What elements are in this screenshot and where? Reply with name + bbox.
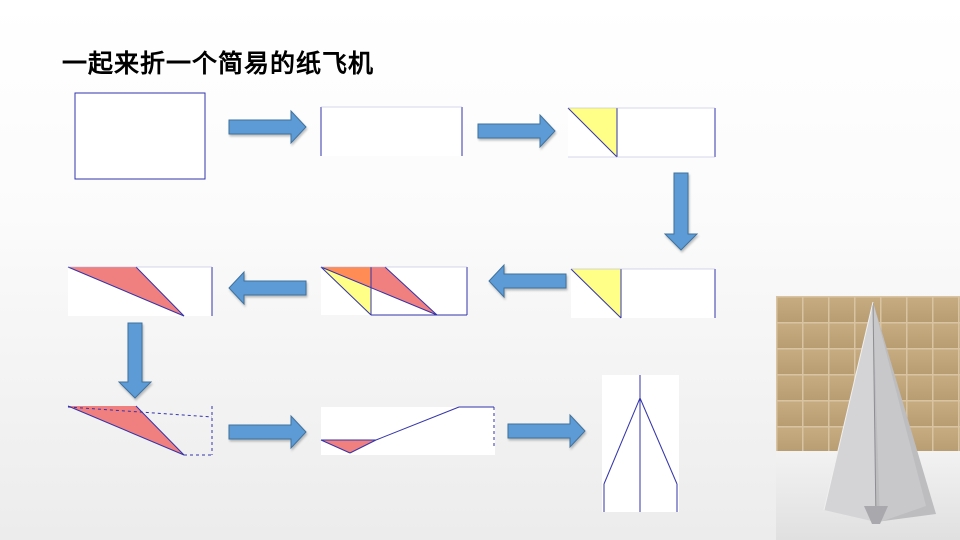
arrow-down-icon	[663, 172, 699, 251]
step-7-fold-along-dashed-line	[67, 405, 213, 456]
arrow-right-icon	[228, 109, 307, 145]
arrow-right-icon	[477, 113, 556, 149]
paper-airplane-photo	[776, 296, 960, 540]
step-4-corner-folded	[570, 268, 716, 319]
page-title: 一起来折一个简易的纸飞机	[62, 49, 375, 78]
arrow-left-icon	[488, 263, 567, 299]
arrow-left-icon	[228, 270, 307, 306]
step-9-open-plane-view	[602, 375, 679, 512]
step-1-rectangle-paper	[74, 92, 206, 180]
arrow-down-icon	[117, 322, 153, 399]
arrow-right-icon	[507, 413, 586, 449]
step-3-fold-corner-yellow	[567, 107, 716, 158]
step-2-folded-in-half	[320, 106, 463, 156]
step-6-red-flap	[67, 266, 213, 317]
arrow-right-icon	[228, 414, 307, 450]
step-5-fold-second-layer	[320, 266, 468, 316]
step-8-folded-wing	[320, 406, 495, 455]
